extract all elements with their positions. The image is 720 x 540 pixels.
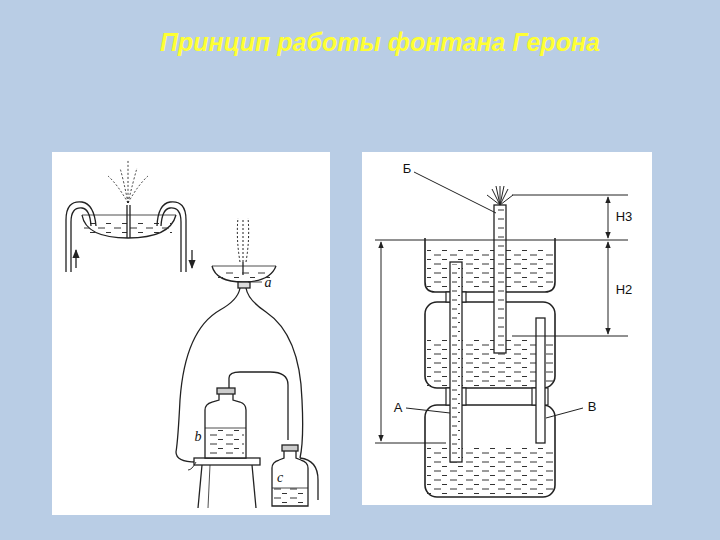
callout-label: В: [588, 400, 597, 413]
callout-label: H2: [616, 283, 633, 296]
callout-label: А: [394, 401, 403, 414]
callout-label: H3: [616, 210, 633, 223]
left-panel: [52, 152, 330, 515]
vessels-scheme: [425, 186, 555, 497]
main-apparatus: [176, 218, 318, 508]
callout-label: c: [277, 471, 283, 485]
inset-fountain: [66, 160, 192, 272]
right-panel: [362, 152, 652, 505]
callout-label: a: [265, 276, 272, 290]
callout-label: b: [195, 430, 202, 444]
callout-label: Б: [403, 162, 412, 175]
page-title: Принцип работы фонтана Герона: [40, 28, 720, 57]
dimension-lines: [248, 172, 628, 443]
